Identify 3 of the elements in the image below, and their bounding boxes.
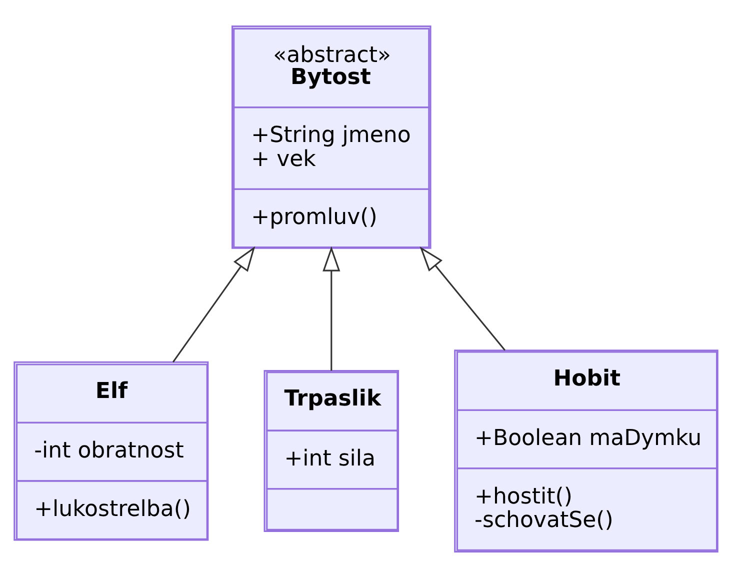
arrow — [420, 246, 506, 351]
arrow — [172, 246, 256, 363]
arrow — [322, 246, 340, 371]
